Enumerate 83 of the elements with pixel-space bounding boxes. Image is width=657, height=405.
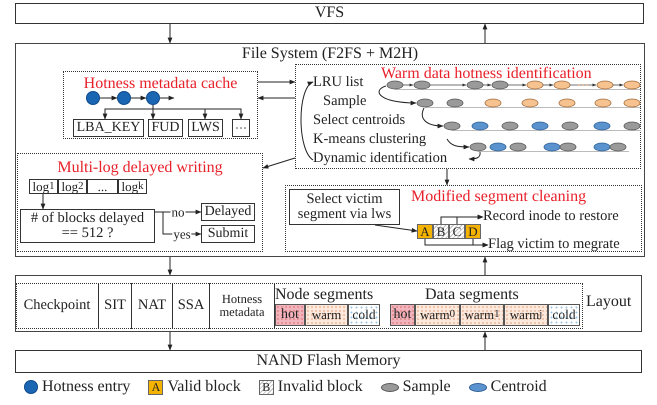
segment-cell: cold: [348, 304, 380, 326]
area-cell: NAT: [132, 283, 173, 329]
step-label: Sample: [323, 94, 378, 109]
ellipse-row-drawing: [416, 98, 641, 108]
legend-label: Sample: [402, 378, 451, 396]
arrow: [130, 96, 147, 100]
metadata-field: ···: [232, 119, 250, 137]
valid-block: A: [417, 224, 433, 239]
condition-box: # of blocks delayed == 512 ?: [20, 209, 155, 243]
arrow: [444, 168, 450, 186]
hotness-entry-icon: [86, 91, 100, 105]
arrow: [422, 108, 444, 128]
ellipse-row-drawing: [443, 121, 641, 131]
arrow: [468, 152, 481, 162]
layer-box: VFS: [15, 3, 644, 24]
invalid-block: C: [449, 224, 465, 239]
log-cell: ...: [87, 179, 118, 194]
step-label: K-means clustering: [313, 132, 447, 147]
module-panel: [17, 153, 263, 252]
segment-cell: hot: [275, 304, 305, 326]
ellipse-row-drawing: [386, 80, 641, 90]
arrow: [40, 194, 46, 210]
module-panel: [295, 64, 641, 169]
arrow: [446, 138, 470, 150]
area-cell: Checkpoint: [16, 283, 99, 329]
arrow: [100, 96, 118, 100]
module-title: Multi-log delayed writing: [57, 160, 223, 177]
segment-group-heading: Data segments: [425, 286, 519, 304]
metadata-field: LWS: [188, 119, 223, 137]
module-title: Hotness metadata cache: [84, 76, 238, 93]
arrow: [152, 104, 244, 120]
arrow: [374, 224, 418, 233]
arrow: [482, 331, 488, 350]
arrow: [378, 86, 417, 106]
metadata-field: LBA_KEY: [73, 119, 144, 137]
valid-block-swatch: A: [148, 380, 164, 394]
invalid-block-swatch: B: [258, 380, 274, 394]
metadata-field: FUD: [148, 119, 183, 137]
result-box: Delayed: [201, 203, 255, 221]
layer-panel: [15, 43, 645, 257]
legend-label: Valid block: [167, 378, 241, 396]
arrow: [168, 332, 172, 351]
area-cell: SSA: [173, 283, 210, 329]
layout-frame: [16, 283, 583, 329]
legend-label: Invalid block: [278, 378, 363, 396]
arrow: [168, 256, 172, 276]
layer-box: NAND Flash Memory: [15, 350, 642, 373]
segment-group-heading: Node segments: [275, 286, 374, 304]
area-cell: SIT: [99, 283, 132, 329]
arrow: [257, 96, 296, 100]
arrow: [258, 80, 296, 84]
module-title: Modified segment cleaning: [411, 189, 586, 206]
invalid-block: B: [433, 224, 449, 239]
module-panel: [63, 71, 258, 139]
panel-title: File System (F2FS + M2H): [242, 46, 418, 63]
step-label: Dynamic identification: [313, 151, 469, 166]
result-box: Submit: [201, 225, 255, 243]
action-label: Flag victim to megrate: [488, 237, 640, 253]
module-panel: [285, 185, 642, 252]
arrow: [300, 82, 314, 160]
segment-cell: cold: [548, 304, 580, 326]
arrow: [482, 23, 488, 44]
arrow: [262, 158, 296, 169]
valid-block: D: [465, 224, 481, 239]
panel-title: Layout: [586, 294, 632, 311]
process-box: Select victim segment via lws: [289, 189, 400, 225]
arrow: [472, 238, 489, 248]
step-label: LRU list: [313, 75, 375, 90]
legend-label: Hotness entry: [42, 378, 130, 396]
hotness-entry-icon: [117, 91, 131, 105]
arrow: [168, 24, 172, 44]
segment-cell: hot: [390, 304, 415, 326]
action-label: Record inode to restore: [483, 209, 640, 225]
ellipse-row-drawing: [469, 142, 629, 152]
step-label: Select centroids: [313, 113, 421, 128]
layout-panel: [15, 275, 642, 332]
legend-label: Centroid: [490, 378, 547, 396]
segment-cell: warm: [305, 304, 348, 326]
arrow: [160, 96, 175, 100]
module-title: Warm data hotness identification: [381, 66, 592, 83]
arrow: [482, 256, 488, 276]
arrow: [456, 214, 484, 224]
hotness-entry-icon: [146, 91, 160, 105]
